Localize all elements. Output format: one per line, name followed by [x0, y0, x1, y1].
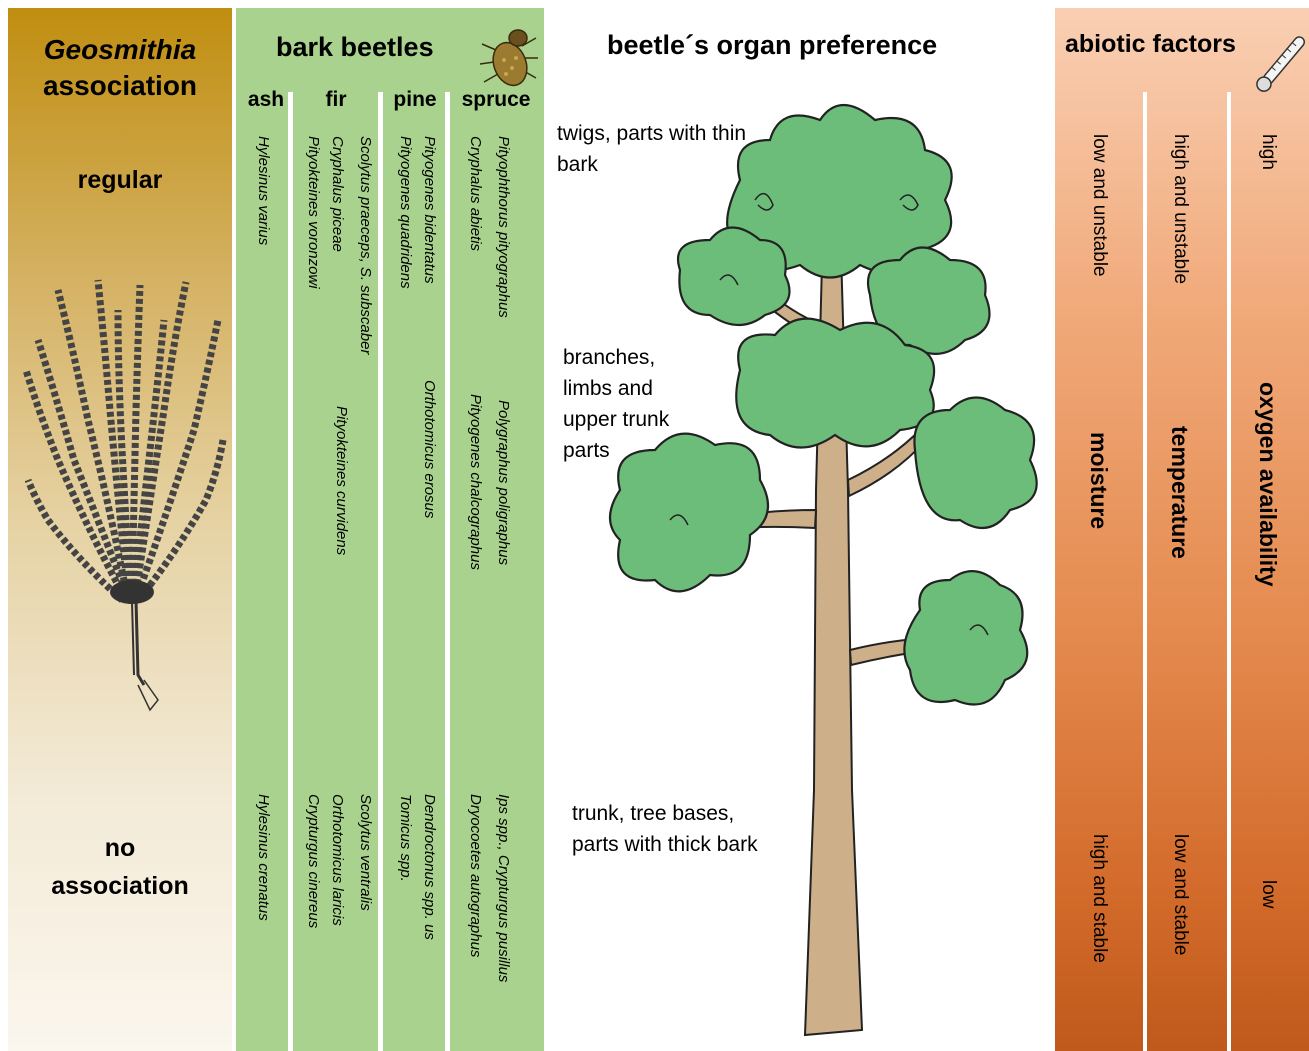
organ-middle-line: parts — [563, 435, 669, 466]
temperature-top: high and unstable — [1169, 134, 1191, 284]
abiotic-factors-panel: abiotic factors low and unstable moistur… — [1055, 8, 1309, 1051]
organ-middle-label: branches, limbs and upper trunk parts — [563, 342, 669, 466]
geosmithia-panel: Geosmithia association regular no associ… — [8, 8, 232, 1051]
organ-top-line: twigs, parts with thin — [557, 118, 746, 149]
beetle-species: Orthotomicus laricis — [329, 794, 346, 926]
organ-middle-line: upper trunk — [563, 404, 669, 435]
organ-bottom-label: trunk, tree bases, parts with thick bark — [572, 798, 758, 860]
moisture-label: moisture — [1085, 432, 1112, 529]
association-regular-label: regular — [8, 166, 232, 195]
association-none-label-line2: association — [8, 872, 232, 901]
temperature-label: temperature — [1166, 426, 1193, 559]
beetle-species: Ips spp., Crypturgus pusillus — [495, 794, 512, 982]
column-divider — [378, 92, 383, 1051]
moisture-bottom: high and stable — [1088, 834, 1110, 963]
association-none-label-line1: no — [8, 834, 232, 863]
abiotic-factors-title: abiotic factors — [1065, 30, 1236, 59]
oxygen-top: high — [1257, 134, 1279, 170]
beetle-species: Scolytus ventralis — [357, 794, 374, 911]
temperature-bottom: low and stable — [1169, 834, 1191, 955]
beetle-species: Pityokteines voronzowi — [305, 136, 322, 289]
oxygen-label: oxygen availability — [1254, 382, 1281, 587]
beetle-species: Polygraphus poligraphus — [495, 400, 512, 565]
organ-top-line: bark — [557, 149, 746, 180]
beetle-species: Tomicus spp. — [397, 794, 414, 882]
moisture-top: low and unstable — [1088, 134, 1110, 277]
organ-bottom-line: parts with thick bark — [572, 829, 758, 860]
beetle-icon — [476, 20, 542, 94]
beetle-species: Dryocoetes autographus — [467, 794, 484, 957]
bark-beetles-panel: bark beetles ash fir pine spruce Hylesin… — [236, 8, 544, 1051]
organ-top-label: twigs, parts with thin bark — [557, 118, 746, 180]
beetle-species: Pityokteines curvidens — [333, 406, 350, 555]
column-divider — [288, 92, 293, 1051]
beetle-species: Cryphalus piceae — [329, 136, 346, 252]
beetle-species: Dendroctonus spp. us — [421, 794, 438, 940]
beetle-species: Scolytus praeceps, S. subscaber — [357, 136, 374, 354]
beetle-species: Pityophthorus pityographus — [495, 136, 512, 318]
geosmithia-title-association: association — [8, 70, 232, 102]
beetle-species: Orthotomicus erosus — [421, 380, 438, 518]
factor-divider — [1227, 92, 1231, 1051]
column-header-ash: ash — [242, 88, 290, 112]
organ-preference-title: beetle´s organ preference — [607, 30, 937, 61]
column-header-spruce: spruce — [452, 88, 540, 112]
organ-bottom-line: trunk, tree bases, — [572, 798, 758, 829]
beetle-species: Pityogenes chalcographus — [467, 394, 484, 570]
beetle-species: Crypturgus cinereus — [305, 794, 322, 928]
factor-divider — [1143, 92, 1147, 1051]
column-header-pine: pine — [384, 88, 446, 112]
oxygen-bottom: low — [1257, 880, 1279, 909]
column-header-fir: fir — [296, 88, 376, 112]
beetle-species: Cryphalus abietis — [467, 136, 484, 251]
organ-middle-line: limbs and — [563, 373, 669, 404]
tree-illustration — [600, 90, 1050, 1045]
beetle-species: Pityogenes quadridens — [397, 136, 414, 289]
beetle-species: Hylesinus varius — [255, 136, 272, 245]
organ-middle-line: branches, — [563, 342, 669, 373]
thermometer-icon — [1253, 30, 1307, 100]
penicillus-illustration — [18, 270, 228, 720]
geosmithia-title-genus: Geosmithia — [8, 34, 232, 66]
bark-beetles-title: bark beetles — [276, 32, 434, 63]
beetle-species: Hylesinus crenatus — [255, 794, 272, 921]
beetle-species: Pityogenes bidentatus — [421, 136, 438, 284]
column-divider — [445, 92, 450, 1051]
